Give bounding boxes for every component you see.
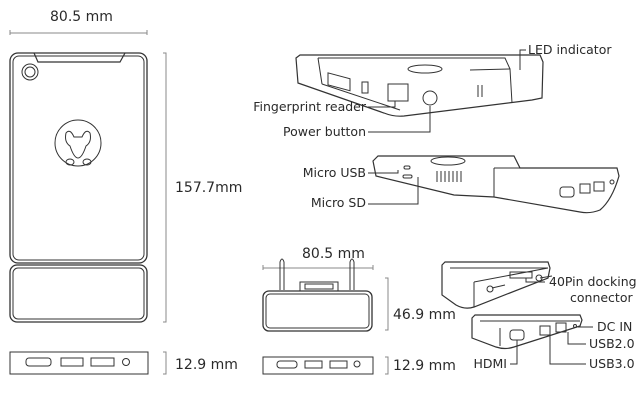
docking-leader: [525, 278, 545, 283]
device-side-view: [9, 351, 149, 375]
width-dimension-line: [9, 30, 148, 35]
micro-usb-leader: [368, 170, 399, 174]
height-dimension-line: [163, 52, 167, 323]
dock-side-view: [262, 356, 374, 375]
dock-thickness-label: 12.9 mm: [393, 358, 456, 374]
usb2-leader: [567, 332, 586, 345]
logo-icon: [54, 119, 102, 167]
dock-front-view: [262, 258, 373, 332]
led-leader: [519, 49, 526, 70]
usb3-leader: [549, 335, 586, 365]
device-perspective-bottom: [372, 155, 620, 214]
hdmi-label: HDMI: [473, 356, 508, 371]
power-button-icon: [21, 63, 39, 81]
dock-height-label: 46.9 mm: [393, 307, 456, 323]
micro-sd-label: Micro SD: [310, 195, 366, 210]
fingerprint-leader: [368, 101, 396, 108]
dc-in-label: DC IN: [597, 319, 633, 334]
power-button-label: Power button: [283, 124, 366, 139]
device-front-view: [9, 52, 148, 323]
front-height-label: 157.7mm: [175, 180, 243, 196]
hdmi-leader: [510, 340, 518, 365]
micro-usb-label: Micro USB: [302, 165, 366, 180]
docking-connector-label-line1: 40Pin docking: [549, 274, 637, 289]
power-leader: [368, 106, 431, 133]
usb3-label: USB3.0: [589, 356, 635, 371]
docking-connector-label-line2: connector: [570, 290, 633, 305]
led-indicator-label: LED indicator: [528, 42, 612, 57]
dock-perspective-ports: [471, 314, 583, 350]
device-perspective-top: [295, 54, 544, 117]
fingerprint-reader-label: Fingerprint reader: [253, 99, 366, 114]
dock-perspective-back: [441, 261, 553, 309]
front-thickness-label: 12.9 mm: [175, 357, 238, 373]
micro-sd-leader: [368, 177, 419, 205]
front-width-label: 80.5 mm: [50, 9, 113, 25]
usb2-label: USB2.0: [589, 336, 635, 351]
dock-width-label: 80.5 mm: [302, 246, 365, 262]
